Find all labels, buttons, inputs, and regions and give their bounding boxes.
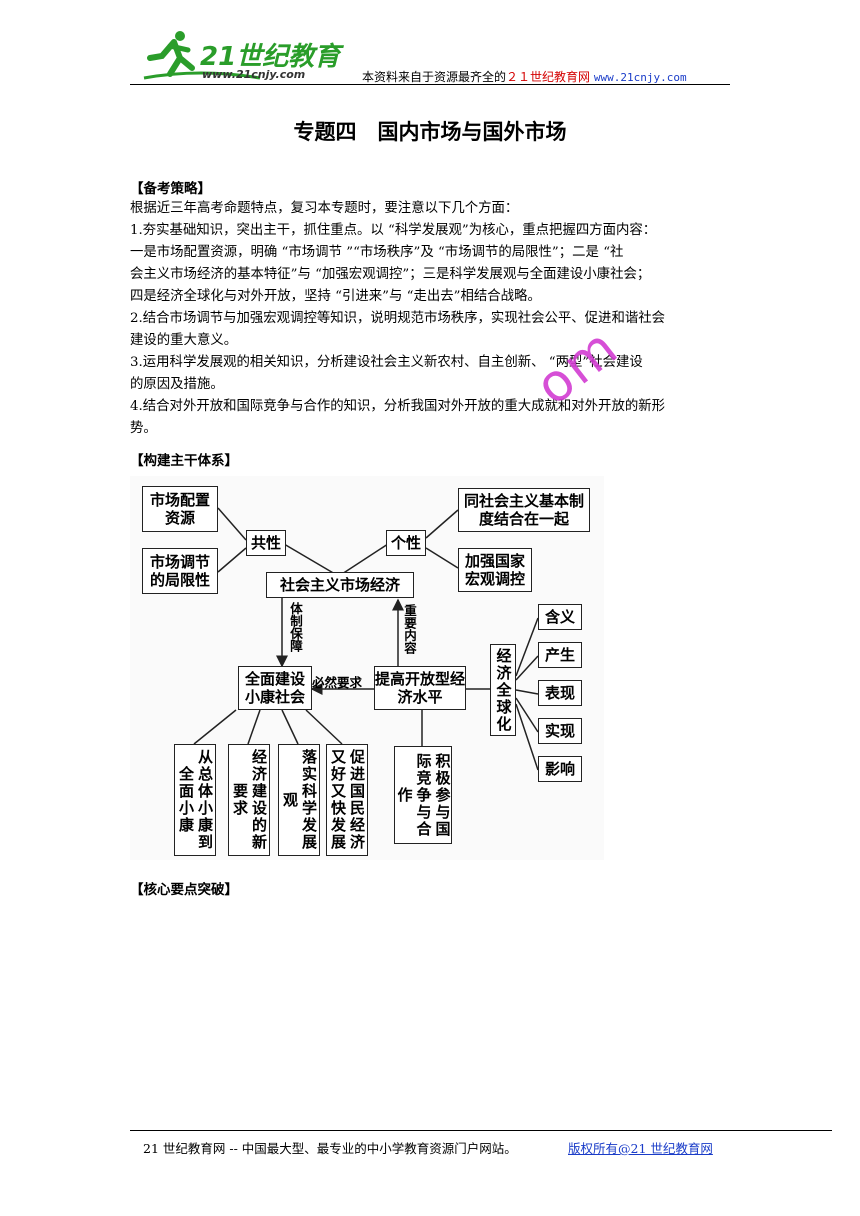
text-line: 2.结合市场调节与加强宏观调控等知识，说明规范市场秩序，实现社会公平、促进和谐社… [130,311,666,326]
text-line: 四是经济全球化与对外开放，坚持 “引进来”与 “走出去”相结合战略。 [130,289,541,304]
page-title: 专题四 国内市场与国外市场 [293,120,567,144]
label-system-guarantee: 体制保障 [288,602,303,652]
header-note-prefix: 本资料来自于资源最齐全的 [362,70,507,84]
box-opening-up: 提高开放型经济水平 [374,666,466,710]
box-globalization: 经济全球化 [490,644,516,736]
box-combined-with-system: 同社会主义基本制度结合在一起 [458,488,590,532]
section-heading-core-points: 【核心要点突破】 [130,882,238,898]
site-logo: 21世纪教育 www.21cnjy.com [140,28,340,86]
box-market-allocation: 市场配置资源 [142,486,218,532]
logo-text: 21世纪教育 [200,42,341,72]
text-line: 4.结合对外开放和国际竞争与合作的知识，分析我国对外开放的重大成就和对外开放的新… [130,399,666,414]
text-line: 一是市场配置资源，明确 “市场调节 ”“市场秩序”及 “市场调节的局限性”；二是… [130,245,624,260]
label-necessary: 必然要求 [312,675,363,690]
box-bottom-xiaokang-stage: 从总体小康到全面小康 [174,744,216,856]
text-line: 3.运用科学发展观的相关知识，分析建设社会主义新农村、自主创新、 “两型”社会建… [130,355,643,370]
section-heading-strategy: 【备考策略】 [130,181,211,197]
box-intl-competition: 积极参与国际竞争与合作 [394,746,452,844]
box-individuality: 个性 [386,530,426,556]
logo-url: www.21cnjy.com [202,68,306,81]
footer-divider [130,1130,832,1131]
box-xiaokang: 全面建设小康社会 [238,666,312,710]
diagram-connectors [193,507,539,771]
box-glob-origin: 产生 [538,642,582,668]
box-glob-influence: 影响 [538,756,582,782]
box-glob-realization: 实现 [538,718,582,744]
text-line: 的原因及措施。 [130,377,224,392]
box-bottom-scientific-outlook: 落实科学发展观 [278,744,320,856]
box-macro-control: 加强国家宏观调控 [458,548,532,592]
box-glob-meaning: 含义 [538,604,582,630]
text-line: 建设的重大意义。 [130,333,238,348]
box-commonality: 共性 [246,530,286,556]
text-line: 会主义市场经济的基本特征”与 “加强宏观调控”；三是科学发展观与全面建设小康社会… [130,267,651,282]
box-socialist-market-economy: 社会主义市场经济 [266,572,414,598]
footer-copyright-link[interactable]: 版权所有@21 世纪教育网 [568,1141,713,1156]
text-line: 1.夯实基础知识，突出主干，抓住重点。以 “科学发展观”为核心，重点把握四方面内… [130,223,657,238]
strategy-text: 根据近三年高考命题特点，复习本专题时，要注意以下几个方面： 1.夯实基础知识，突… [130,198,730,440]
section-heading-framework: 【构建主干体系】 [130,453,238,469]
text-line: 根据近三年高考命题特点，复习本专题时，要注意以下几个方面： [130,201,519,216]
header-site-link[interactable]: ２１世纪教育网 [506,70,591,84]
box-bottom-economic-development: 促进国民经济又好又快发展 [326,744,368,856]
label-important-content: 重要内容 [402,604,417,654]
footer-text: 21 世纪教育网 -- 中国最大型、最专业的中小学教育资源门户网站。 [143,1141,517,1156]
box-market-limits: 市场调节的局限性 [142,548,218,594]
box-glob-manifestation: 表现 [538,680,582,706]
header-divider [130,84,730,85]
text-line: 势。 [130,421,157,436]
header-note: 本资料来自于资源最齐全的２１世纪教育网 www.21cnjy.com [362,68,687,85]
concept-diagram: 市场配置资源 市场调节的局限性 共性 个性 同社会主义基本制度结合在一起 加强国… [130,476,604,860]
header-url-link[interactable]: www.21cnjy.com [593,71,687,84]
box-bottom-new-requirements: 经济建设的新要求 [228,744,270,856]
